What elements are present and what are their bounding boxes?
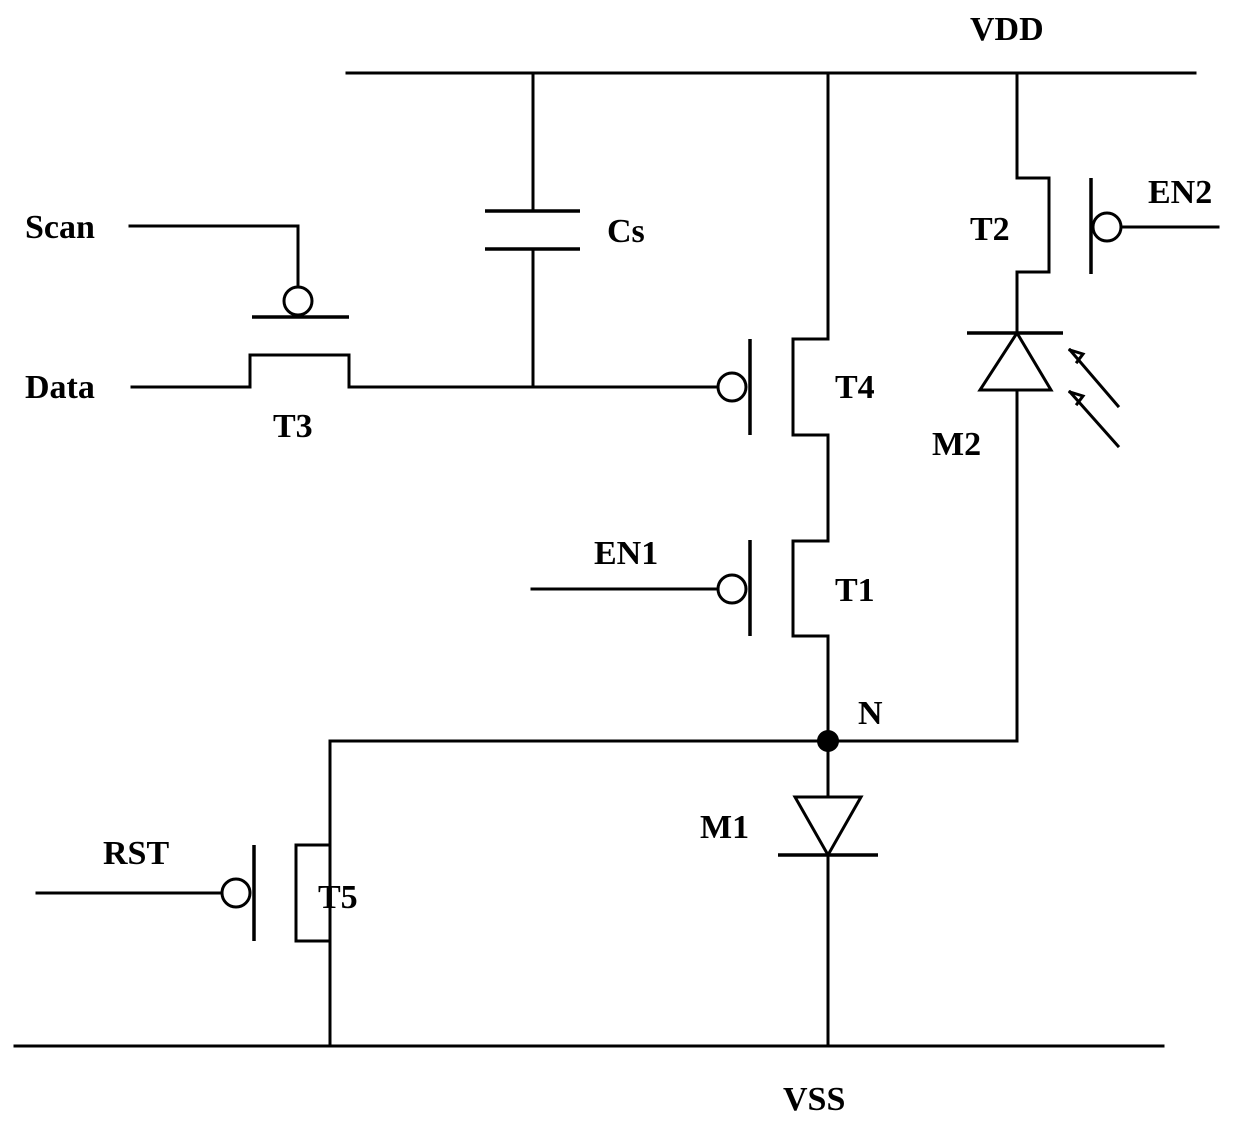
transistor-t1: [532, 540, 828, 741]
label-n: N: [858, 695, 883, 732]
photodiode-m2: [967, 333, 1118, 446]
label-en1: EN1: [594, 535, 658, 572]
diode-m1: [778, 741, 878, 1046]
transistor-t4: [718, 73, 828, 541]
label-t5: T5: [318, 879, 358, 916]
label-vss: VSS: [783, 1081, 845, 1118]
label-rst: RST: [103, 835, 169, 872]
label-t4: T4: [835, 369, 875, 406]
label-scan: Scan: [25, 209, 95, 246]
label-vdd: VDD: [970, 11, 1044, 48]
label-en2: EN2: [1148, 174, 1212, 211]
label-m1: M1: [700, 809, 749, 846]
node-n: [330, 390, 1017, 1046]
label-t2: T2: [970, 211, 1010, 248]
label-cs: Cs: [607, 213, 645, 250]
label-m2: M2: [932, 426, 981, 463]
label-t1: T1: [835, 572, 875, 609]
label-t3: T3: [273, 408, 313, 445]
transistor-t3: [130, 226, 717, 387]
transistor-t5: [37, 845, 330, 941]
label-data: Data: [25, 369, 95, 406]
capacitor-cs: [485, 73, 580, 387]
